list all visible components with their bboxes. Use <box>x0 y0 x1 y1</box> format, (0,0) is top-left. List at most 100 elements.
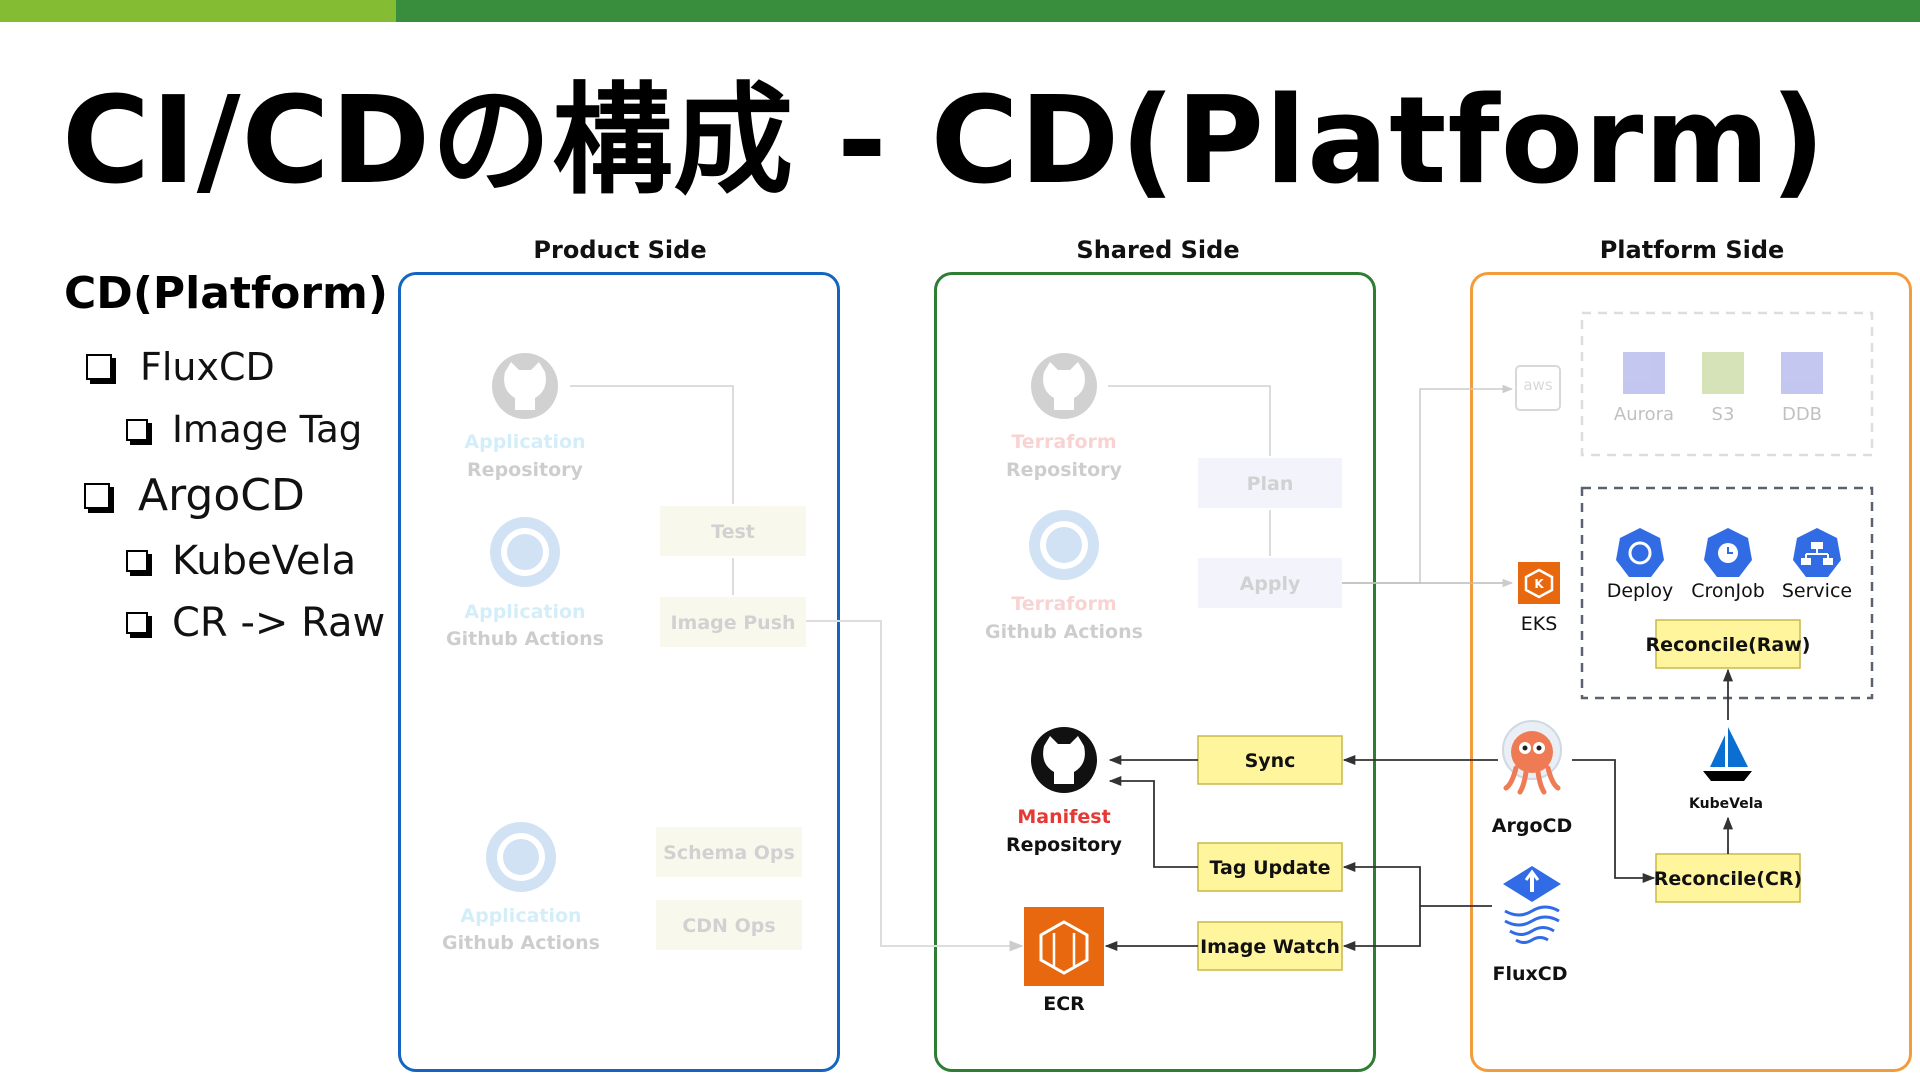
checkbox-bullet-icon <box>126 612 148 634</box>
s3-label: S3 <box>1712 404 1735 425</box>
bullet-label: CR -> Raw <box>172 600 386 646</box>
platform-side-label: Platform Side <box>1599 236 1785 264</box>
bullet-label: KubeVela <box>172 538 357 584</box>
argocd-icon <box>1502 720 1562 795</box>
app-actions2-line2: Github Actions <box>442 932 600 954</box>
shared-faded-group: Terraform Repository Terraform Github Ac… <box>985 353 1342 643</box>
tf-repo-line2: Repository <box>1006 459 1122 481</box>
aws-faded-group: aws <box>1515 365 1561 411</box>
reconcile-raw-label: Reconcile(Raw) <box>1646 634 1811 656</box>
eks-icon: K <box>1518 562 1560 604</box>
image-push-box <box>660 597 806 647</box>
app-actions1-line1: Application <box>464 601 585 623</box>
fluxcd-label: FluxCD <box>1493 963 1568 985</box>
github-actions-icon <box>486 822 556 892</box>
bullet-fluxcd: FluxCD <box>86 345 275 389</box>
bullet-label: ArgoCD <box>138 470 305 521</box>
plan-label: Plan <box>1247 473 1294 495</box>
argocd-to-reconcile-cr-arrow <box>1572 759 1656 884</box>
flow-line <box>570 385 734 504</box>
kubevela-icon <box>1703 727 1752 781</box>
bullet-image-tag: Image Tag <box>126 408 362 451</box>
checkbox-bullet-icon <box>84 482 110 509</box>
k8s-resources-group <box>1580 486 1874 700</box>
top-accent-bar-dark <box>396 0 1920 22</box>
product-side-label: Product Side <box>533 236 707 264</box>
product-side-panel <box>398 272 840 1072</box>
github-icon <box>1031 353 1097 419</box>
top-accent-bar-light <box>0 0 396 22</box>
github-actions-icon <box>490 517 560 587</box>
reconcile-raw-box <box>1655 619 1801 669</box>
schema-ops-box <box>656 827 802 877</box>
bullet-label: Image Tag <box>172 408 363 451</box>
manifest-line1: Manifest <box>1017 806 1110 828</box>
argocd-label: ArgoCD <box>1492 815 1572 837</box>
image-push-label: Image Push <box>670 612 795 634</box>
app-repo-line1: Application <box>464 431 585 453</box>
checkbox-bullet-icon <box>86 354 112 380</box>
bullet-cr-raw: CR -> Raw <box>126 600 385 646</box>
sync-box <box>1197 735 1343 785</box>
tf-actions-line2: Github Actions <box>985 621 1143 643</box>
svg-text:K: K <box>1534 577 1544 591</box>
cdn-ops-label: CDN Ops <box>682 915 775 937</box>
page-title: CI/CDの構成 - CD(Platform) <box>62 72 1827 211</box>
deploy-icon <box>1616 528 1664 577</box>
reconcile-cr-label: Reconcile(CR) <box>1654 868 1802 890</box>
github-icon <box>1031 727 1097 793</box>
tf-actions-line1: Terraform <box>1011 593 1116 615</box>
deploy-label: Deploy <box>1607 580 1674 602</box>
ddb-label: DDB <box>1782 404 1822 425</box>
bullet-kubevela: KubeVela <box>126 538 356 584</box>
github-actions-icon <box>1029 510 1099 580</box>
apply-box <box>1198 558 1342 608</box>
tagupdate-to-manifest-arrow <box>1108 775 1198 868</box>
reconcile-cr-box <box>1655 853 1801 903</box>
shared-side-label: Shared Side <box>1076 236 1240 264</box>
github-icon <box>492 353 558 419</box>
fluxcd-to-imagewatch-arrow <box>1342 906 1421 952</box>
test-label: Test <box>711 521 755 543</box>
aws-services-faded: Aurora S3 DDB <box>1614 352 1823 425</box>
checkbox-bullet-icon <box>126 418 148 441</box>
schema-ops-label: Schema Ops <box>663 842 795 864</box>
section-heading: CD(Platform) <box>64 268 389 319</box>
tag-update-label: Tag Update <box>1210 857 1331 879</box>
s3-icon <box>1702 352 1744 394</box>
aurora-icon <box>1623 352 1665 394</box>
app-actions2-line1: Application <box>460 905 581 927</box>
fluxcd-icon <box>1503 866 1561 944</box>
ecr-label: ECR <box>1043 993 1085 1015</box>
ecr-icon <box>1024 907 1104 986</box>
aws-label: aws <box>1523 376 1552 394</box>
ddb-icon <box>1781 352 1823 394</box>
aws-services-group <box>1580 311 1874 457</box>
plan-box <box>1198 458 1342 508</box>
flow-line <box>1108 385 1271 456</box>
test-box <box>660 506 806 556</box>
manifest-line2: Repository <box>1006 834 1122 856</box>
service-icon <box>1793 528 1841 577</box>
fluxcd-to-tagupdate-arrow <box>1342 861 1492 907</box>
checkbox-bullet-icon <box>126 550 148 572</box>
image-watch-label: Image Watch <box>1200 936 1340 958</box>
cdn-ops-box <box>656 900 802 950</box>
sync-label: Sync <box>1245 750 1296 772</box>
cronjob-label: CronJob <box>1691 580 1765 602</box>
eks-label: EKS <box>1521 613 1558 635</box>
apply-to-aws-line <box>1342 384 1514 584</box>
aws-icon <box>1515 365 1561 411</box>
app-actions1-line2: Github Actions <box>446 628 604 650</box>
app-repo-line2: Repository <box>467 459 583 481</box>
kubevela-label: KubeVela <box>1689 796 1763 812</box>
aurora-label: Aurora <box>1614 404 1674 425</box>
cronjob-icon <box>1704 528 1752 577</box>
product-faded-group: Application Repository Application Githu… <box>442 353 806 954</box>
bullet-argocd: ArgoCD <box>84 470 305 521</box>
image-push-to-ecr-line <box>806 620 1024 952</box>
tf-repo-line1: Terraform <box>1011 431 1116 453</box>
bullet-label: FluxCD <box>140 345 275 389</box>
service-label: Service <box>1782 580 1852 602</box>
